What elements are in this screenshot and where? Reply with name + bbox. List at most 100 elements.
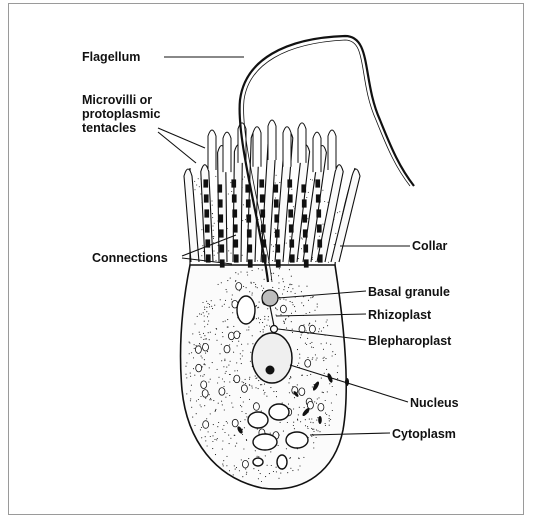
stipple-dot: [325, 413, 326, 414]
connection-bar: [275, 200, 279, 207]
stipple-dot: [213, 400, 214, 401]
stipple-dot: [201, 406, 202, 407]
stipple-dot: [304, 407, 305, 408]
stipple-dot: [221, 344, 222, 345]
stipple-dot: [291, 189, 292, 190]
stipple-dot: [339, 211, 340, 212]
stipple-dot: [301, 302, 302, 303]
stipple-dot: [226, 367, 227, 368]
stipple-dot: [290, 376, 291, 377]
stipple-dot: [301, 334, 302, 335]
stipple-dot: [227, 327, 228, 328]
stipple-dot: [198, 178, 199, 179]
stipple-dot: [306, 197, 307, 198]
stipple-dot: [212, 213, 213, 214]
stipple-dot: [212, 205, 213, 206]
stipple-dot: [325, 423, 326, 424]
connection-bar: [289, 195, 293, 202]
stipple-dot: [295, 293, 296, 294]
stipple-dot: [260, 319, 261, 320]
small-vacuole: [202, 390, 208, 398]
small-vacuole: [203, 343, 209, 351]
nucleolus: [266, 366, 275, 375]
stipple-dot: [325, 358, 326, 359]
stipple-dot: [263, 331, 264, 332]
stipple-dot: [282, 402, 283, 403]
connection-bar: [261, 210, 265, 217]
tentacle-back: [223, 132, 231, 172]
stipple-dot: [276, 391, 277, 392]
stipple-dot: [283, 321, 284, 322]
stipple-dot: [193, 368, 194, 369]
stipple-dot: [289, 221, 290, 222]
stipple-dot: [242, 476, 243, 477]
stipple-dot: [200, 404, 201, 405]
connection-bar: [290, 225, 294, 232]
stipple-dot: [211, 306, 212, 307]
stipple-dot: [274, 228, 275, 229]
stipple-dot: [209, 304, 210, 305]
stipple-dot: [246, 329, 247, 330]
connection-bar: [305, 260, 309, 267]
stipple-dot: [242, 220, 243, 221]
stipple-dot: [329, 425, 330, 426]
stipple-dot: [204, 326, 205, 327]
stipple-dot: [332, 410, 333, 411]
stipple-dot: [224, 360, 225, 361]
stipple-dot: [207, 445, 208, 446]
stipple-dot: [290, 284, 291, 285]
stipple-dot: [241, 363, 242, 364]
blepharoplast: [271, 326, 278, 333]
stipple-dot: [308, 192, 309, 193]
stipple-dot: [240, 421, 241, 422]
stipple-dot: [201, 427, 202, 428]
stipple-dot: [329, 383, 330, 384]
stipple-dot: [222, 464, 223, 465]
label-connections: Connections: [92, 251, 168, 265]
stipple-dot: [218, 284, 219, 285]
stipple-dot: [260, 473, 261, 474]
stipple-dot: [335, 354, 336, 355]
stipple-dot: [222, 449, 223, 450]
stipple-dot: [199, 343, 200, 344]
stipple-dot: [191, 352, 192, 353]
stipple-dot: [324, 201, 325, 202]
stipple-dot: [314, 310, 315, 311]
stipple-dot: [242, 255, 243, 256]
stipple-dot: [332, 351, 333, 352]
stipple-dot: [247, 343, 248, 344]
stipple-dot: [211, 399, 212, 400]
stipple-dot: [267, 308, 268, 309]
stipple-dot: [216, 260, 217, 261]
stipple-dot: [246, 439, 247, 440]
stipple-dot: [195, 189, 196, 190]
stipple-dot: [255, 284, 256, 285]
stipple-dot: [203, 312, 204, 313]
stipple-dot: [316, 359, 317, 360]
stipple-dot: [264, 316, 265, 317]
stipple-dot: [283, 289, 284, 290]
nucleus: [252, 333, 292, 383]
stipple-dot: [286, 448, 287, 449]
stipple-dot: [229, 307, 230, 308]
stipple-dot: [232, 294, 233, 295]
stipple-dot: [275, 183, 276, 184]
stipple-dot: [209, 394, 210, 395]
stipple-dot: [246, 472, 247, 473]
stipple-dot: [325, 400, 326, 401]
stipple-dot: [312, 386, 313, 387]
stipple-dot: [323, 349, 324, 350]
stipple-dot: [231, 299, 232, 300]
stipple-dot: [227, 319, 228, 320]
stipple-dot: [323, 224, 324, 225]
label-microvilli-line1: Microvilli or: [82, 93, 152, 107]
stipple-dot: [224, 381, 225, 382]
small-vacuole: [234, 331, 240, 339]
stipple-dot: [217, 369, 218, 370]
stipple-dot: [324, 357, 325, 358]
stipple-dot: [303, 457, 304, 458]
stipple-dot: [275, 198, 276, 199]
stipple-dot: [214, 223, 215, 224]
connection-bar: [277, 260, 281, 267]
stipple-dot: [287, 291, 288, 292]
